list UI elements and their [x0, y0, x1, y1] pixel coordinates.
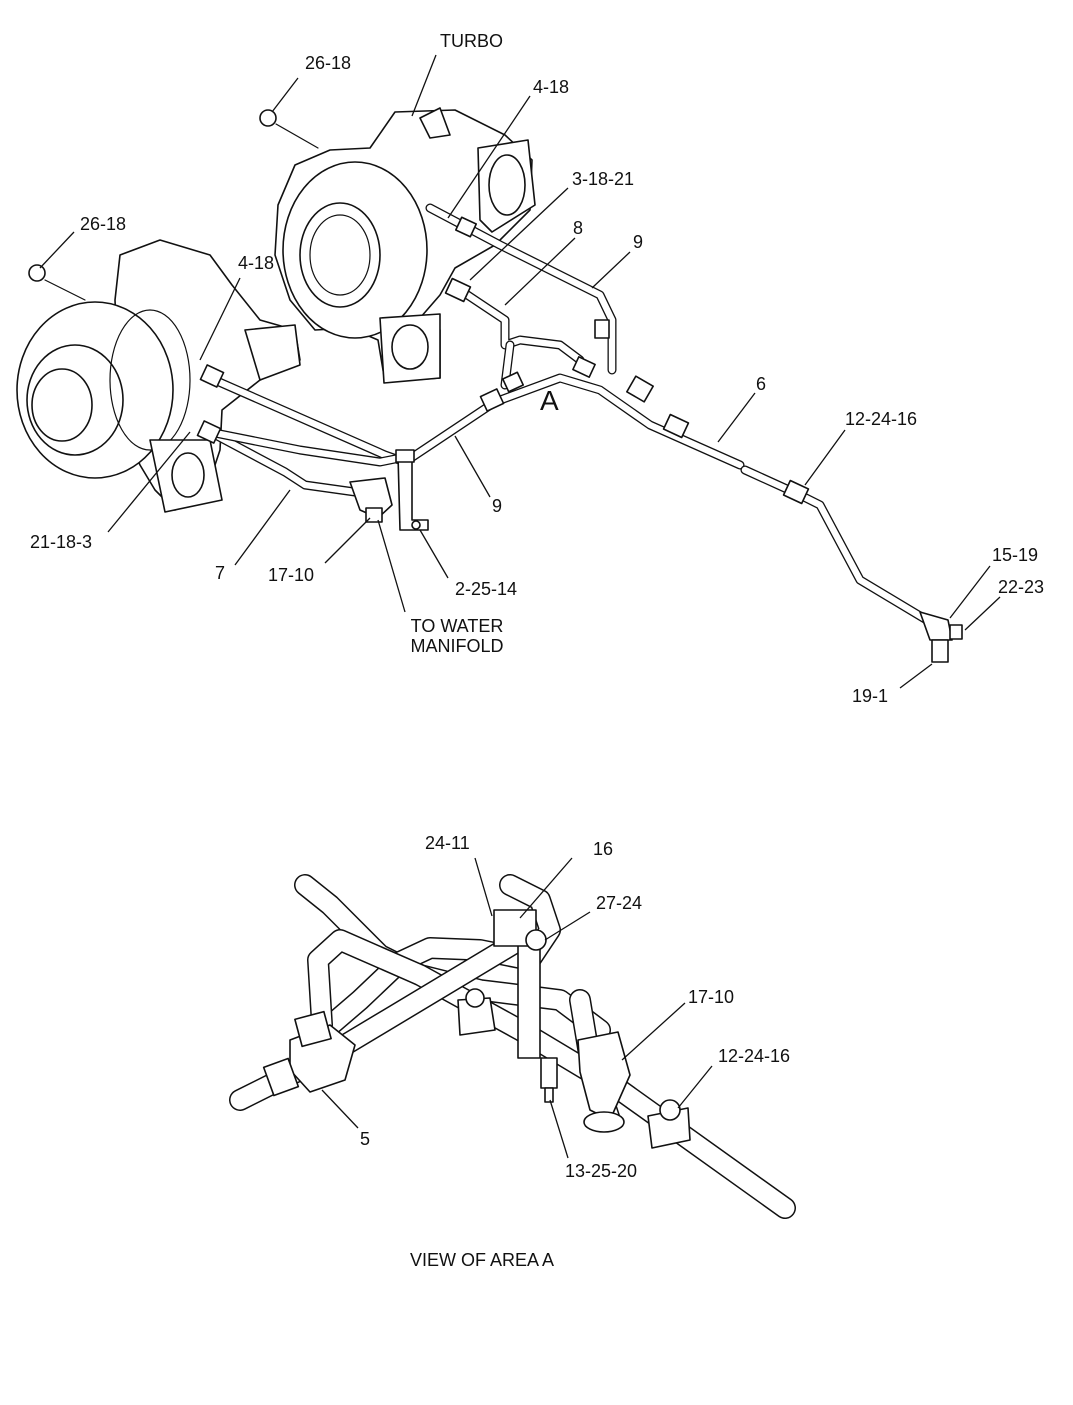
label-connector-top: 3-18-21: [572, 169, 635, 189]
fittings: [196, 216, 963, 663]
oil-water-tubes: [205, 203, 935, 627]
detail-view-area-a: [229, 874, 796, 1219]
detail-label-clip: 24-11: [425, 833, 470, 853]
label-fitting-left: 4-18: [238, 253, 275, 273]
leader-lines-detail: [321, 857, 713, 1159]
detail-label-clamp: 12-24-16: [718, 1046, 791, 1066]
label-nut-top: 26-18: [305, 53, 352, 73]
label-tube-6: 6: [756, 374, 767, 394]
label-area-a: A: [540, 385, 559, 416]
label-plug-end: 22-23: [998, 577, 1045, 597]
leader-lines-main: [39, 54, 1001, 689]
label-fitting-top: 4-18: [533, 77, 570, 97]
detail-caption: VIEW OF AREA A: [410, 1250, 555, 1270]
label-tube-8: 8: [573, 218, 584, 238]
label-tube-9-bottom: 9: [492, 496, 503, 516]
detail-label-bracket-16: 16: [593, 839, 614, 859]
label-tube-7: 7: [215, 563, 226, 583]
detail-label-elbow: 17-10: [688, 987, 735, 1007]
rear-turbocharger: [259, 107, 536, 384]
detail-label-stud: 13-25-20: [565, 1161, 638, 1181]
label-elbow-end: 19-1: [852, 686, 889, 706]
label-turbo: TURBO: [440, 31, 503, 51]
label-clamp-right: 12-24-16: [845, 409, 918, 429]
label-connector-left: 21-18-3: [30, 532, 93, 552]
label-nut-left: 26-18: [80, 214, 127, 234]
label-elbow-bottom: 17-10: [268, 565, 315, 585]
label-tee-end: 15-19: [992, 545, 1039, 565]
label-to-water-manifold: TO WATER MANIFOLD: [410, 616, 504, 656]
label-tube-9-top: 9: [633, 232, 644, 252]
label-bracket: 2-25-14: [455, 579, 518, 599]
detail-label-bolt: 27-24: [596, 893, 643, 913]
front-turbocharger: [16, 239, 301, 513]
detail-label-tee-5: 5: [360, 1129, 371, 1149]
